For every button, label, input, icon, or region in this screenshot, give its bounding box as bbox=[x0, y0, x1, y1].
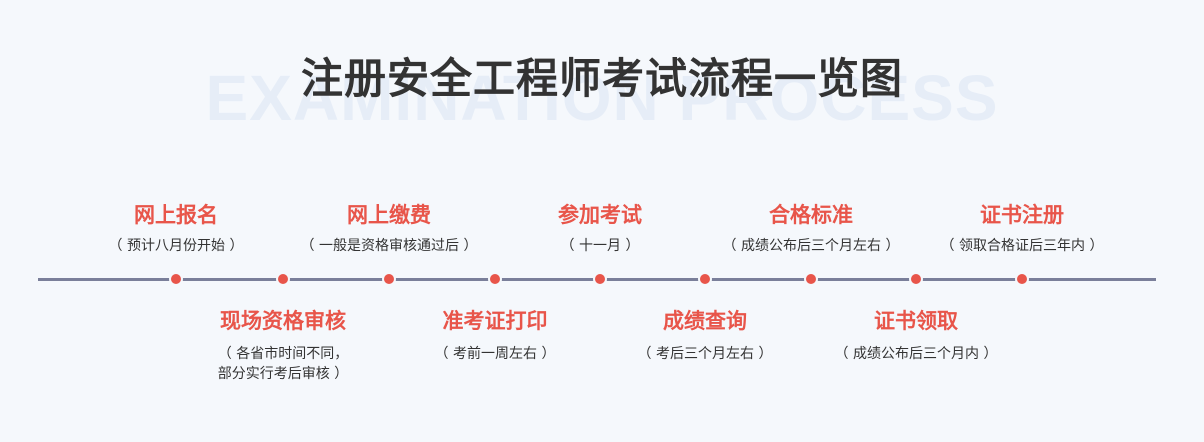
timeline-dot bbox=[911, 274, 921, 284]
step-note: （ 成绩公布后三个月内 ） bbox=[796, 344, 1036, 364]
step-note: （ 成绩公布后三个月左右 ） bbox=[691, 236, 931, 256]
step-certificate-registration: 证书注册 （ 领取合格证后三年内 ） bbox=[902, 202, 1142, 256]
step-note: （ 一般是资格审核通过后 ） bbox=[269, 236, 509, 256]
step-title: 证书注册 bbox=[980, 203, 1064, 227]
step-note: （ 领取合格证后三年内 ） bbox=[902, 236, 1142, 256]
step-score-inquiry: 成绩查询 （ 考后三个月左右 ） bbox=[585, 308, 825, 364]
step-online-registration: 网上报名 （ 预计八月份开始 ） bbox=[56, 202, 296, 256]
timeline-dot bbox=[1017, 274, 1027, 284]
step-note-line: （ 领取合格证后三年内 ） bbox=[940, 238, 1104, 254]
timeline-dot bbox=[278, 274, 288, 284]
step-note-line: 部分实行考后审核 ） bbox=[217, 366, 349, 382]
timeline-node bbox=[1015, 272, 1029, 286]
step-note-line: （ 十一月 ） bbox=[560, 238, 640, 254]
step-note-line: （ 成绩公布后三个月内 ） bbox=[834, 346, 998, 362]
timeline-node bbox=[169, 272, 183, 286]
timeline-node bbox=[382, 272, 396, 286]
step-note: （ 各省市时间不同， 部分实行考后审核 ） bbox=[163, 344, 403, 384]
timeline-dot bbox=[700, 274, 710, 284]
step-note-line: （ 考前一周左右 ） bbox=[434, 346, 556, 362]
step-certificate-collection: 证书领取 （ 成绩公布后三个月内 ） bbox=[796, 308, 1036, 364]
step-note: （ 考后三个月左右 ） bbox=[585, 344, 825, 364]
step-title: 准考证打印 bbox=[442, 309, 548, 333]
timeline-node bbox=[276, 272, 290, 286]
timeline-dot bbox=[595, 274, 605, 284]
timeline-node bbox=[593, 272, 607, 286]
step-take-exam: 参加考试 （ 十一月 ） bbox=[480, 202, 720, 256]
timeline-node bbox=[698, 272, 712, 286]
step-title: 合格标准 bbox=[769, 203, 853, 227]
timeline-dot bbox=[806, 274, 816, 284]
step-note: （ 考前一周左右 ） bbox=[375, 344, 615, 364]
timeline-node bbox=[804, 272, 818, 286]
step-note: （ 预计八月份开始 ） bbox=[56, 236, 296, 256]
step-online-payment: 网上缴费 （ 一般是资格审核通过后 ） bbox=[269, 202, 509, 256]
step-title: 证书领取 bbox=[874, 309, 958, 333]
step-admission-ticket-printing: 准考证打印 （ 考前一周左右 ） bbox=[375, 308, 615, 364]
step-passing-standard: 合格标准 （ 成绩公布后三个月左右 ） bbox=[691, 202, 931, 256]
timeline-node bbox=[909, 272, 923, 286]
step-note-line: （ 成绩公布后三个月左右 ） bbox=[722, 238, 900, 254]
step-note-line: （ 预计八月份开始 ） bbox=[108, 238, 244, 254]
step-note-line: （ 各省市时间不同， bbox=[217, 346, 349, 362]
timeline-dot bbox=[384, 274, 394, 284]
timeline-dot bbox=[490, 274, 500, 284]
step-note-line: （ 考后三个月左右 ） bbox=[637, 346, 773, 362]
step-title: 网上报名 bbox=[134, 203, 218, 227]
watermark-text: EXAMINATION PROCESS bbox=[205, 62, 999, 134]
step-title: 网上缴费 bbox=[347, 203, 431, 227]
page-title: 注册安全工程师考试流程一览图 bbox=[300, 54, 903, 103]
step-title: 成绩查询 bbox=[663, 309, 747, 333]
step-title: 参加考试 bbox=[558, 203, 642, 227]
step-title: 现场资格审核 bbox=[220, 309, 346, 333]
step-onsite-qualification-review: 现场资格审核 （ 各省市时间不同， 部分实行考后审核 ） bbox=[163, 308, 403, 384]
step-note-line: （ 一般是资格审核通过后 ） bbox=[300, 238, 478, 254]
step-note: （ 十一月 ） bbox=[480, 236, 720, 256]
timeline-dot bbox=[171, 274, 181, 284]
timeline-node bbox=[488, 272, 502, 286]
